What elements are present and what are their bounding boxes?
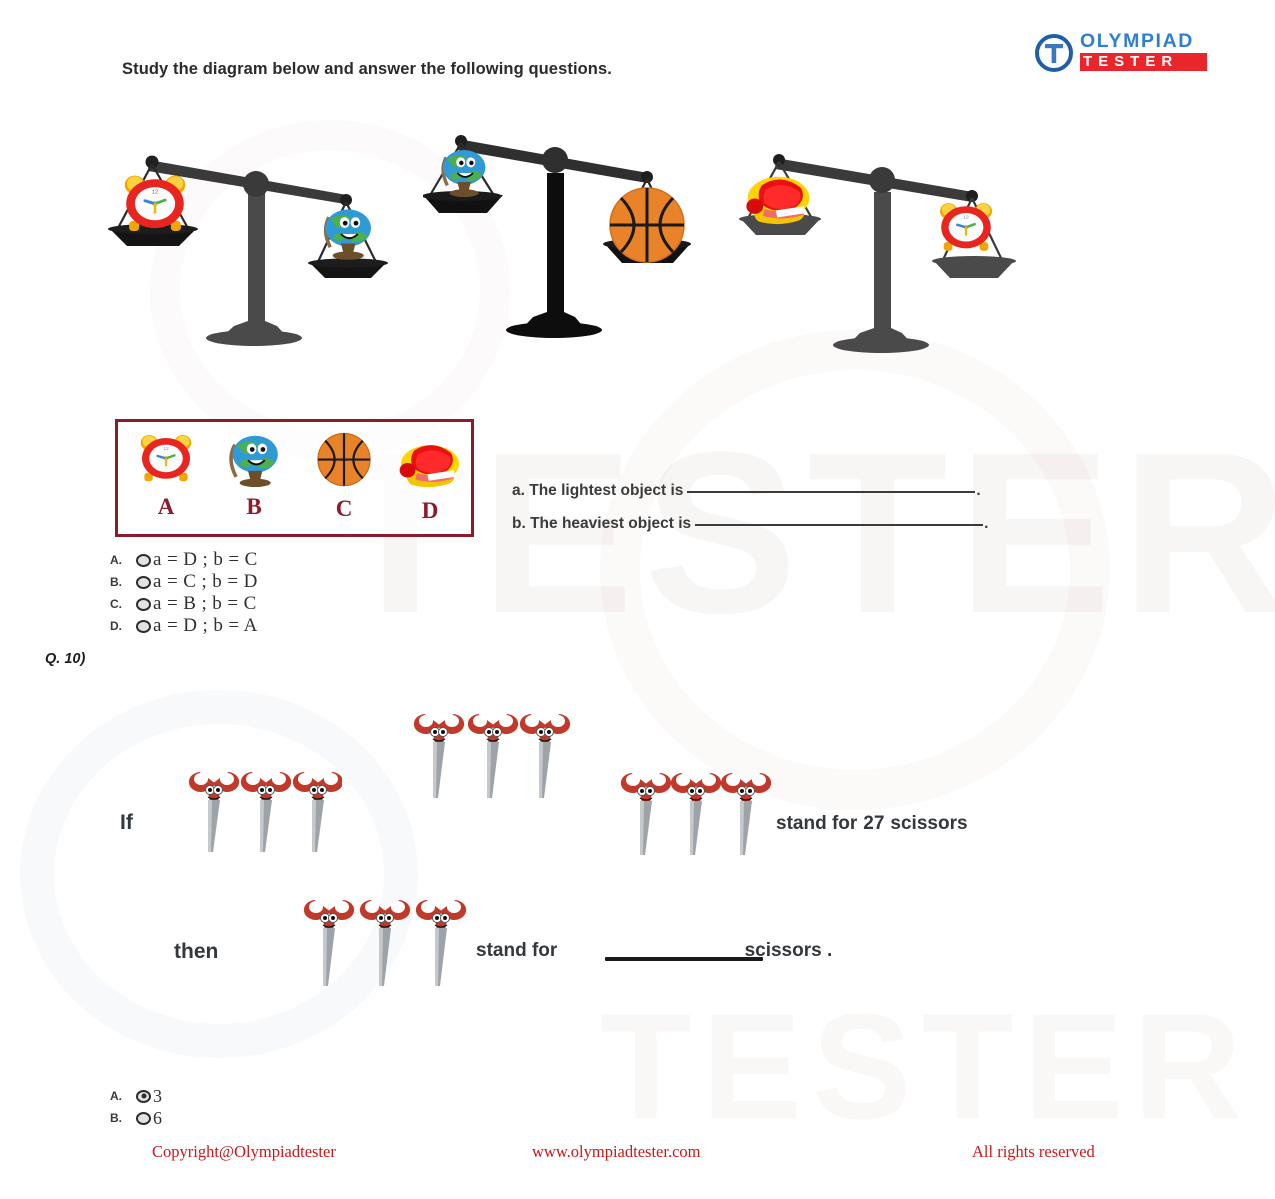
option-text-d: a = D ; b = A <box>153 615 258 636</box>
footer-copyright: Copyright@Olympiadtester <box>152 1142 336 1161</box>
option-text-c: a = B ; b = C <box>153 593 257 614</box>
scissors-group-1 <box>182 764 342 874</box>
alarm-clock-icon: 12 <box>939 203 993 251</box>
alarm-clock-icon: 12 <box>124 175 186 232</box>
circle-t-icon <box>1035 34 1073 72</box>
option-row-q10-a[interactable]: A. 3 <box>110 1085 162 1107</box>
option-text-q10-b: 6 <box>153 1107 163 1128</box>
balance-scale-3: 12 <box>735 140 1025 355</box>
if-stand-for-label: stand for <box>776 813 858 834</box>
radio-button-c[interactable] <box>136 597 151 611</box>
page-footer: Copyright@Olympiadtester www.olympiadtes… <box>0 1142 1275 1168</box>
radio-button-b[interactable] <box>136 575 151 589</box>
scissors-group-2 <box>407 706 572 821</box>
watermark-text-secondary: TESTER <box>600 982 1252 1150</box>
legend-item-b: B <box>214 430 294 520</box>
footer-rights: All rights reserved <box>972 1142 1095 1161</box>
radio-button-q10-a[interactable] <box>136 1089 151 1103</box>
option-text-q10-a: 3 <box>153 1085 163 1106</box>
stapler-icon <box>746 176 810 225</box>
globe-icon <box>323 209 371 260</box>
option-row-c[interactable]: C. a = B ; b = C <box>110 593 258 615</box>
instruction-text: Study the diagram below and answer the f… <box>122 60 612 78</box>
options-list-q10: A. 3 B. 6 <box>110 1085 162 1129</box>
scissors-icon <box>620 773 772 855</box>
legend-item-c: C <box>304 432 384 522</box>
if-unit-label: scissors <box>890 813 968 834</box>
balance-scale-1: 12 <box>105 138 405 348</box>
radio-button-q10-b[interactable] <box>136 1111 151 1125</box>
olympiad-tester-logo: OLYMPIAD TESTER <box>1034 31 1210 75</box>
scissors-group-then <box>297 892 467 1007</box>
svg-text:12: 12 <box>152 190 158 196</box>
then-unit-label: scissors <box>744 940 822 961</box>
if-count-value: 27 <box>863 813 885 834</box>
option-key-q10-a: A. <box>110 1089 122 1103</box>
if-word: If <box>120 811 133 834</box>
legend-label-a: A <box>157 494 175 519</box>
scissors-icon <box>303 900 467 986</box>
legend-item-d: D <box>390 434 470 524</box>
legend-item-a: 12 A <box>126 430 206 520</box>
globe-icon <box>214 430 294 492</box>
then-stand-for-label: stand for <box>476 940 558 961</box>
option-row-d[interactable]: D. a = D ; b = A <box>110 615 258 637</box>
then-clause-text: stand for scissors . <box>476 940 832 962</box>
legend-label-c: C <box>335 496 353 521</box>
option-key-d: D. <box>110 619 122 633</box>
answer-blank-line[interactable] <box>605 957 763 961</box>
question-a: a. The lightest object is. <box>512 482 981 500</box>
logo-secondary-text: TESTER <box>1080 53 1207 71</box>
scissors-icon <box>413 714 571 798</box>
option-row-q10-b[interactable]: B. 6 <box>110 1107 162 1129</box>
option-key-b: B. <box>110 575 122 589</box>
radio-button-d[interactable] <box>136 619 151 633</box>
question-b-text: b. The heaviest object is <box>512 515 692 532</box>
question-b-end: . <box>984 515 989 532</box>
then-end-punct: . <box>826 940 833 961</box>
legend-label-b: B <box>246 494 262 519</box>
then-word: then <box>174 940 219 963</box>
svg-text:12: 12 <box>963 215 969 221</box>
option-text-a: a = D ; b = C <box>153 549 258 570</box>
scissors-icon <box>188 772 342 852</box>
globe-icon <box>441 150 486 198</box>
radio-button-a[interactable] <box>136 553 151 567</box>
object-legend-box: 12 A B <box>115 419 474 537</box>
logo-primary-text: OLYMPIAD <box>1080 30 1194 52</box>
svg-text:12: 12 <box>163 446 169 452</box>
alarm-clock-icon: 12 <box>126 430 206 492</box>
question-b: b. The heaviest object is. <box>512 515 988 533</box>
stapler-icon <box>390 434 470 496</box>
question-a-blank[interactable] <box>687 491 976 493</box>
options-list-q9: A. a = D ; b = C B. a = C ; b = D C. a =… <box>110 549 258 637</box>
option-key-c: C. <box>110 597 122 611</box>
scissors-group-3 <box>614 765 774 877</box>
footer-website[interactable]: www.olympiadtester.com <box>532 1142 701 1161</box>
legend-label-d: D <box>421 498 439 523</box>
option-key-a: A. <box>110 553 122 567</box>
option-row-a[interactable]: A. a = D ; b = C <box>110 549 258 571</box>
watermark-circle-center <box>600 330 1110 810</box>
question-number-10: Q. 10) <box>45 651 86 667</box>
balance-scale-2 <box>423 125 713 340</box>
option-key-q10-b: B. <box>110 1111 122 1125</box>
basketball-icon <box>609 187 685 263</box>
option-row-b[interactable]: B. a = C ; b = D <box>110 571 258 593</box>
question-b-blank[interactable] <box>695 524 984 526</box>
question-a-text: a. The lightest object is <box>512 482 684 499</box>
basketball-icon <box>304 432 384 494</box>
question-a-end: . <box>976 482 981 499</box>
option-text-b: a = C ; b = D <box>153 571 258 592</box>
